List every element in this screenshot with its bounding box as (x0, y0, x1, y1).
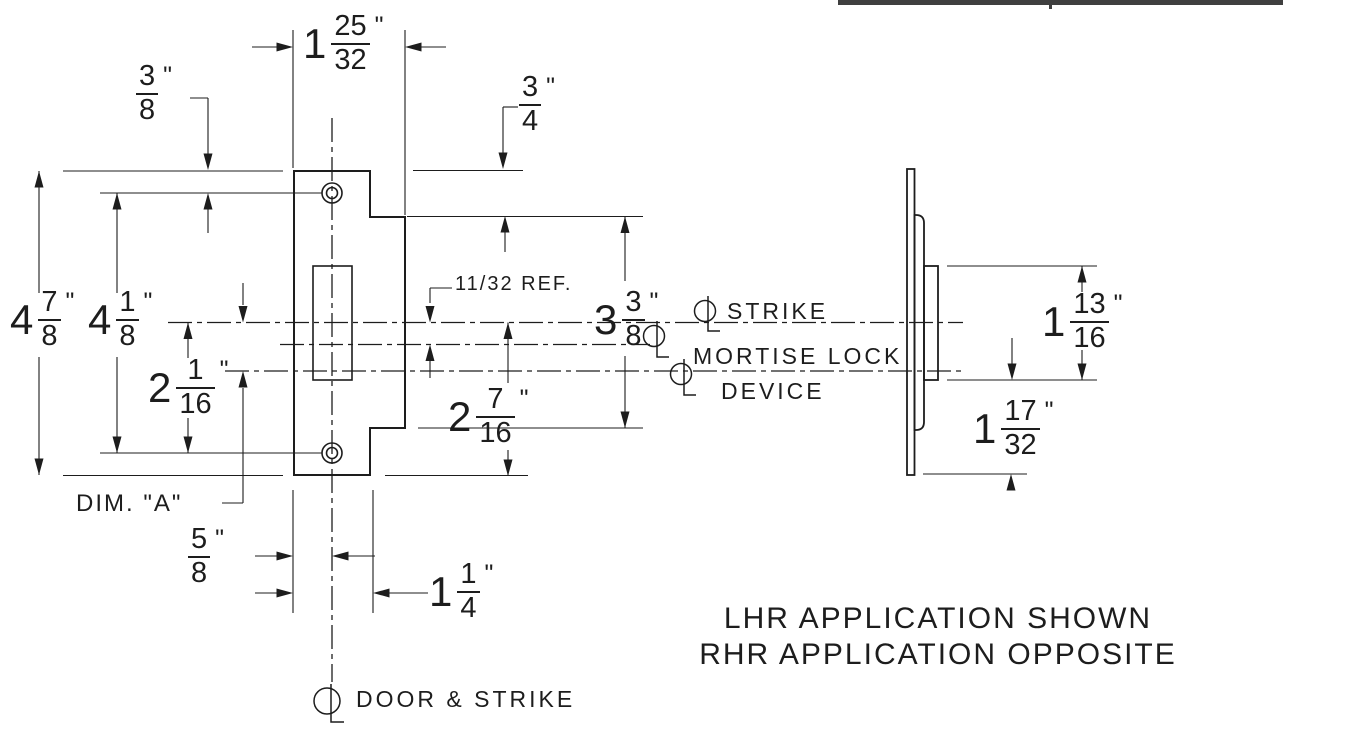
centerline-symbol-door-strike (313, 684, 344, 723)
label-mortise-lock: MORTISE LOCK (693, 343, 903, 369)
note-line-1: LHR APPLICATION SHOWN (723, 602, 1153, 635)
dimension-lines (38, 46, 1083, 594)
strike-plate-front-view (293, 170, 406, 476)
centerline-symbol-device (669, 359, 696, 396)
centerline-symbol-mortise-lock (642, 321, 669, 358)
label-device: DEVICE (721, 378, 825, 404)
dim-ref-offset: 11/32 REF. (455, 273, 573, 295)
note-line-2: RHR APPLICATION OPPOSITE (699, 638, 1177, 671)
title-block-divider-tick (1049, 0, 1052, 9)
title-block-edge (838, 0, 1283, 5)
side-view-lip (913, 214, 925, 431)
application-notes: LHR APPLICATION SHOWN RHR APPLICATION OP… (680, 601, 1196, 673)
label-door-strike: DOOR & STRIKE (356, 686, 576, 712)
centerline-symbol-strike (693, 296, 720, 332)
label-strike: STRIKE (727, 298, 829, 324)
arrowheads (34, 42, 1087, 598)
dim-a-label: DIM. "A" (76, 490, 183, 517)
extension-lines (63, 30, 1097, 613)
